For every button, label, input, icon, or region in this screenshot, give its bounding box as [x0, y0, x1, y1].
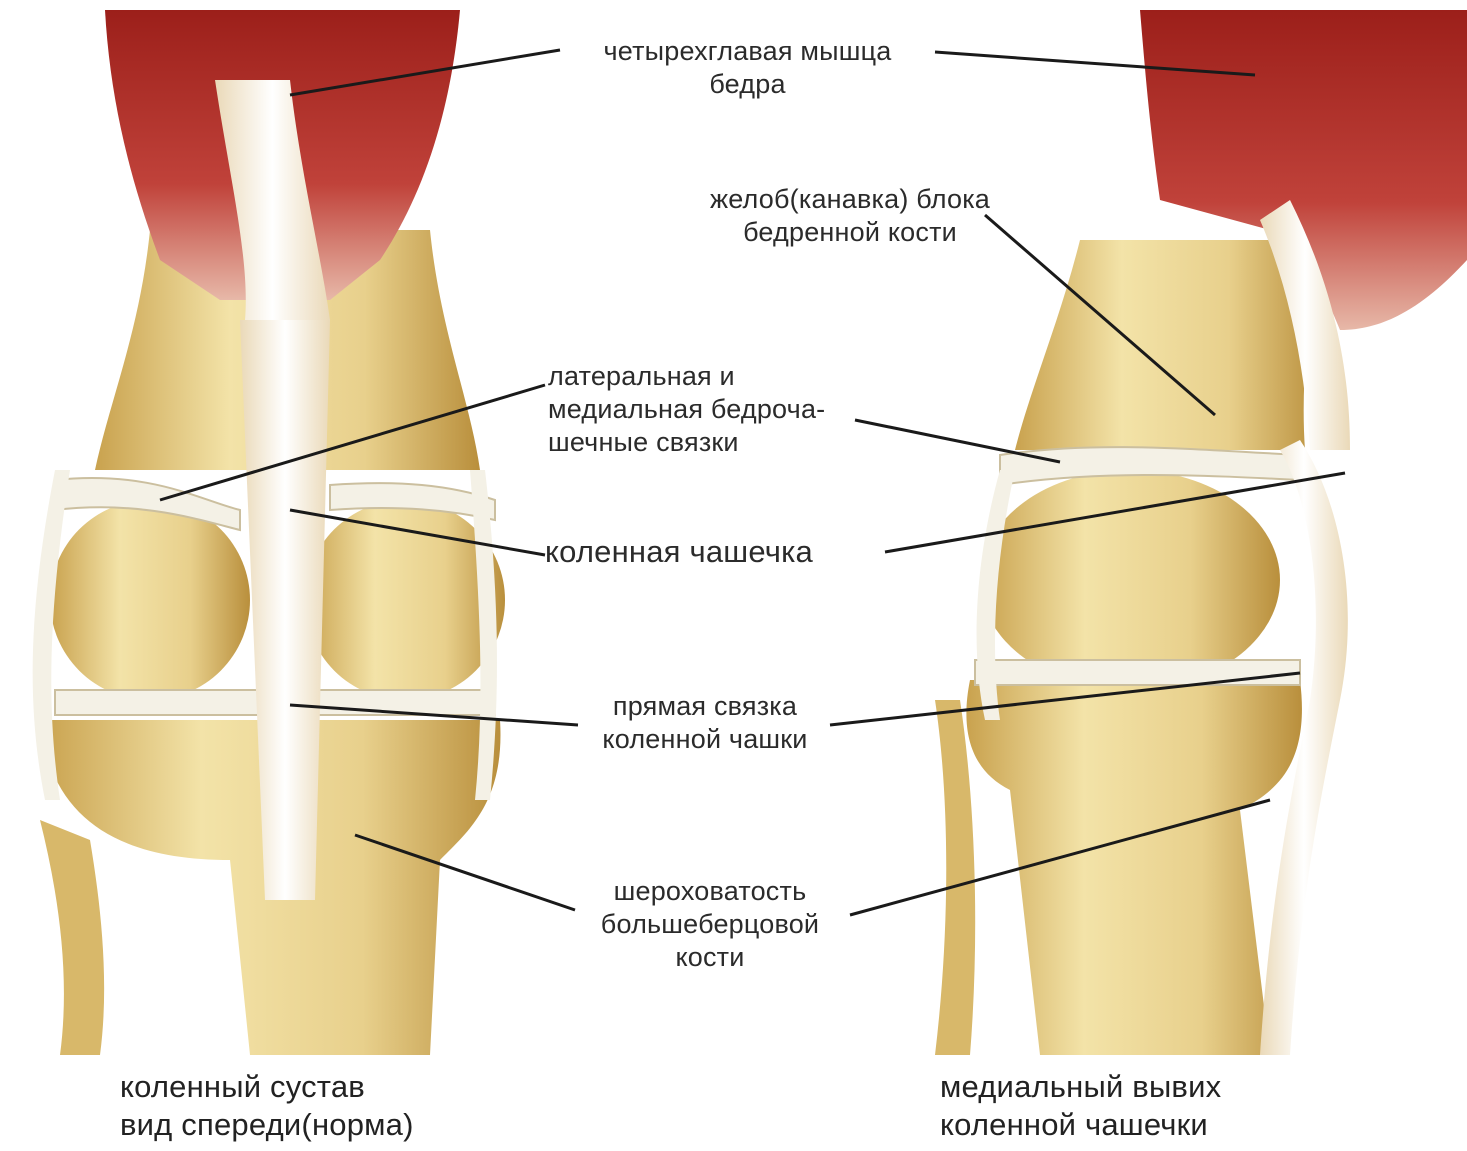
label-tuberosity-line2: большеберцовой [560, 908, 860, 941]
label-patellar-ligament-line1: прямая связка [560, 690, 850, 723]
label-ligaments-line3: шечные связки [548, 426, 908, 459]
label-groove-line2: бедренной кости [675, 216, 1025, 249]
label-groove: желоб(канавка) блока бедренной кости [675, 183, 1025, 249]
femoral-condyle-lateral-left [50, 500, 250, 700]
label-ligaments: латеральная и медиальная бедроча- шечные… [548, 360, 908, 459]
caption-dislocation-line2: коленной чашечки [940, 1106, 1221, 1144]
label-groove-line1: желоб(канавка) блока [675, 183, 1025, 216]
label-patellar-ligament-line2: коленной чашки [560, 723, 850, 756]
caption-normal-line1: коленный сустав [120, 1068, 414, 1106]
label-tuberosity-line3: кости [560, 941, 860, 974]
label-patellar-ligament: прямая связка коленной чашки [560, 690, 850, 756]
femoral-condyle-right [980, 470, 1280, 690]
label-quadriceps-line2: бедра [560, 68, 935, 101]
label-quadriceps: четырехглавая мышца бедра [560, 35, 935, 101]
caption-normal-line2: вид спереди(норма) [120, 1106, 414, 1144]
label-tuberosity-line1: шероховатость [560, 875, 860, 908]
label-quadriceps-line1: четырехглавая мышца [560, 35, 935, 68]
femur-right [1015, 240, 1320, 450]
dislocated-knee-drawing [935, 10, 1467, 1055]
label-ligaments-line1: латеральная и [548, 360, 908, 393]
label-ligaments-line2: медиальная бедроча- [548, 393, 908, 426]
caption-normal: коленный сустав вид спереди(норма) [120, 1068, 414, 1144]
tibia-right [966, 680, 1302, 1055]
normal-knee-drawing [33, 10, 505, 1055]
label-tuberosity: шероховатость большеберцовой кости [560, 875, 860, 974]
caption-dislocation: медиальный вывих коленной чашечки [940, 1068, 1221, 1144]
label-patella-text: коленная чашечка [545, 533, 813, 571]
caption-dislocation-line1: медиальный вывих [940, 1068, 1221, 1106]
label-patella: коленная чашечка [545, 533, 813, 571]
